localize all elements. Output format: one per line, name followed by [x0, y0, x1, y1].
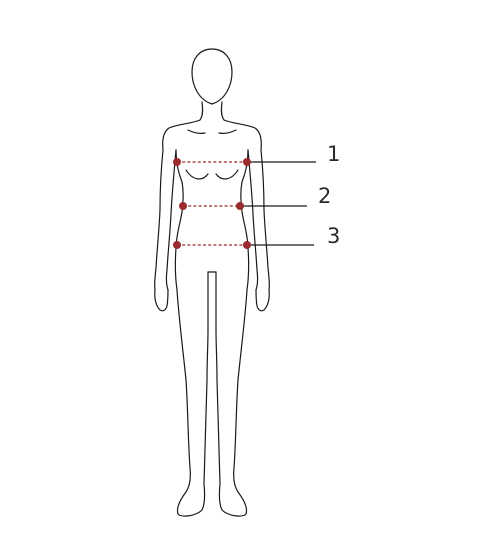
measurement-2-right-dot: [236, 202, 244, 210]
measurement-2: 2: [179, 184, 331, 210]
measurement-2-left-dot: [179, 202, 187, 210]
torso: [162, 101, 262, 331]
measurement-1-label: 1: [327, 142, 340, 166]
measurement-3-left-dot: [173, 241, 181, 249]
measurement-3-label: 3: [327, 224, 340, 248]
measurement-1: 1: [173, 142, 340, 166]
measurement-2-label: 2: [318, 184, 331, 208]
measurement-3: 3: [173, 224, 340, 249]
right-arm: [247, 149, 271, 312]
head: [191, 48, 233, 105]
left-leg: [176, 289, 209, 517]
right-leg: [215, 289, 248, 517]
measurement-1-right-dot: [243, 158, 251, 166]
left-arm: [153, 149, 177, 312]
measurement-1-left-dot: [173, 158, 181, 166]
measurement-3-right-dot: [243, 241, 251, 249]
